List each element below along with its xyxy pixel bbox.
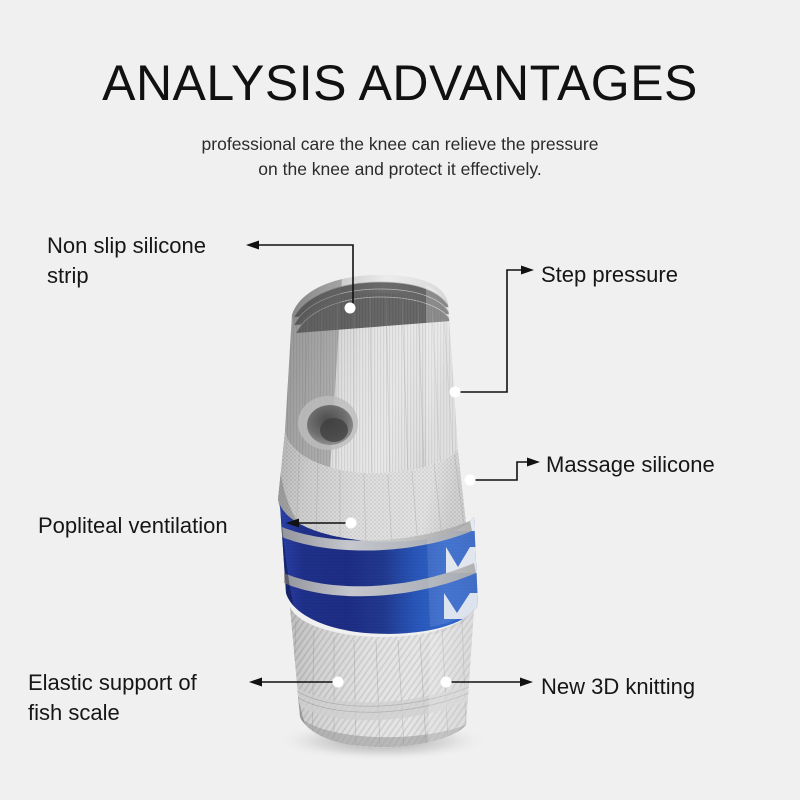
knee-sleeve-illustration — [274, 275, 490, 761]
callout-label-massage-silicone: Massage silicone — [546, 452, 715, 477]
product-image-knee-sleeve — [230, 255, 590, 765]
callout-label-elastic-support-of-fish-scale: Elastic support of fish scale — [28, 670, 197, 726]
patella-opening — [298, 396, 358, 450]
header: ANALYSIS ADVANTAGES professional care th… — [0, 0, 800, 183]
sleeve-upper-cuff — [285, 275, 458, 473]
page-title: ANALYSIS ADVANTAGES — [102, 55, 698, 111]
callout-label-popliteal-ventilation: Popliteal ventilation — [38, 513, 228, 538]
callout-label-new-3d-knitting: New 3D knitting — [541, 674, 696, 699]
callout-label-non-slip-silicone-strip: Non slip silicone strip — [47, 233, 206, 289]
silicone-straps — [282, 521, 476, 597]
subtitle-line-1: professional care the knee can relieve t… — [201, 134, 599, 154]
callout-label-step-pressure: Step pressure — [541, 262, 678, 287]
subtitle-line-2: on the knee and protect it effectively. — [258, 159, 542, 180]
arrow-left-icon — [246, 240, 259, 250]
page-subtitle: professional care the knee can relieve t… — [0, 108, 800, 183]
